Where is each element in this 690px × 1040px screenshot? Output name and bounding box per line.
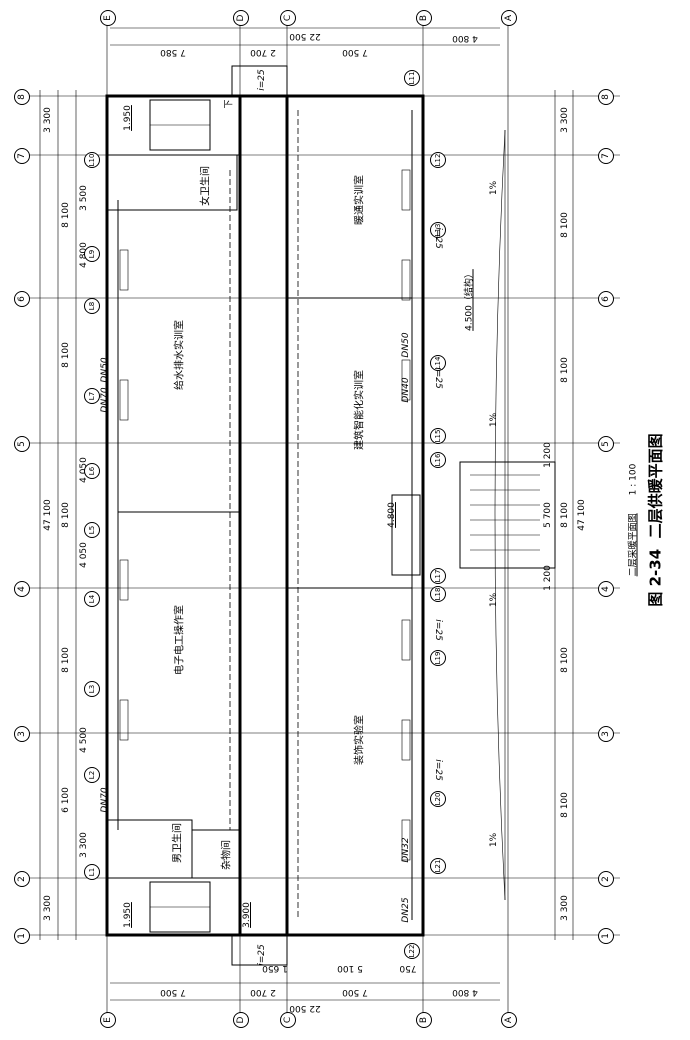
figure-title: 二层供暖平面图 (646, 433, 665, 539)
radiators (119, 169, 411, 861)
figure-number: 图 2-34 (646, 548, 665, 607)
sub-caption: 二层采暖平面图1 : 100 (628, 463, 639, 577)
building-walls (105, 65, 425, 966)
figure-caption: 图 2-34 二层供暖平面图 (645, 433, 666, 606)
entrance-canopy (459, 129, 556, 901)
dimension-lines (39, 27, 574, 1001)
